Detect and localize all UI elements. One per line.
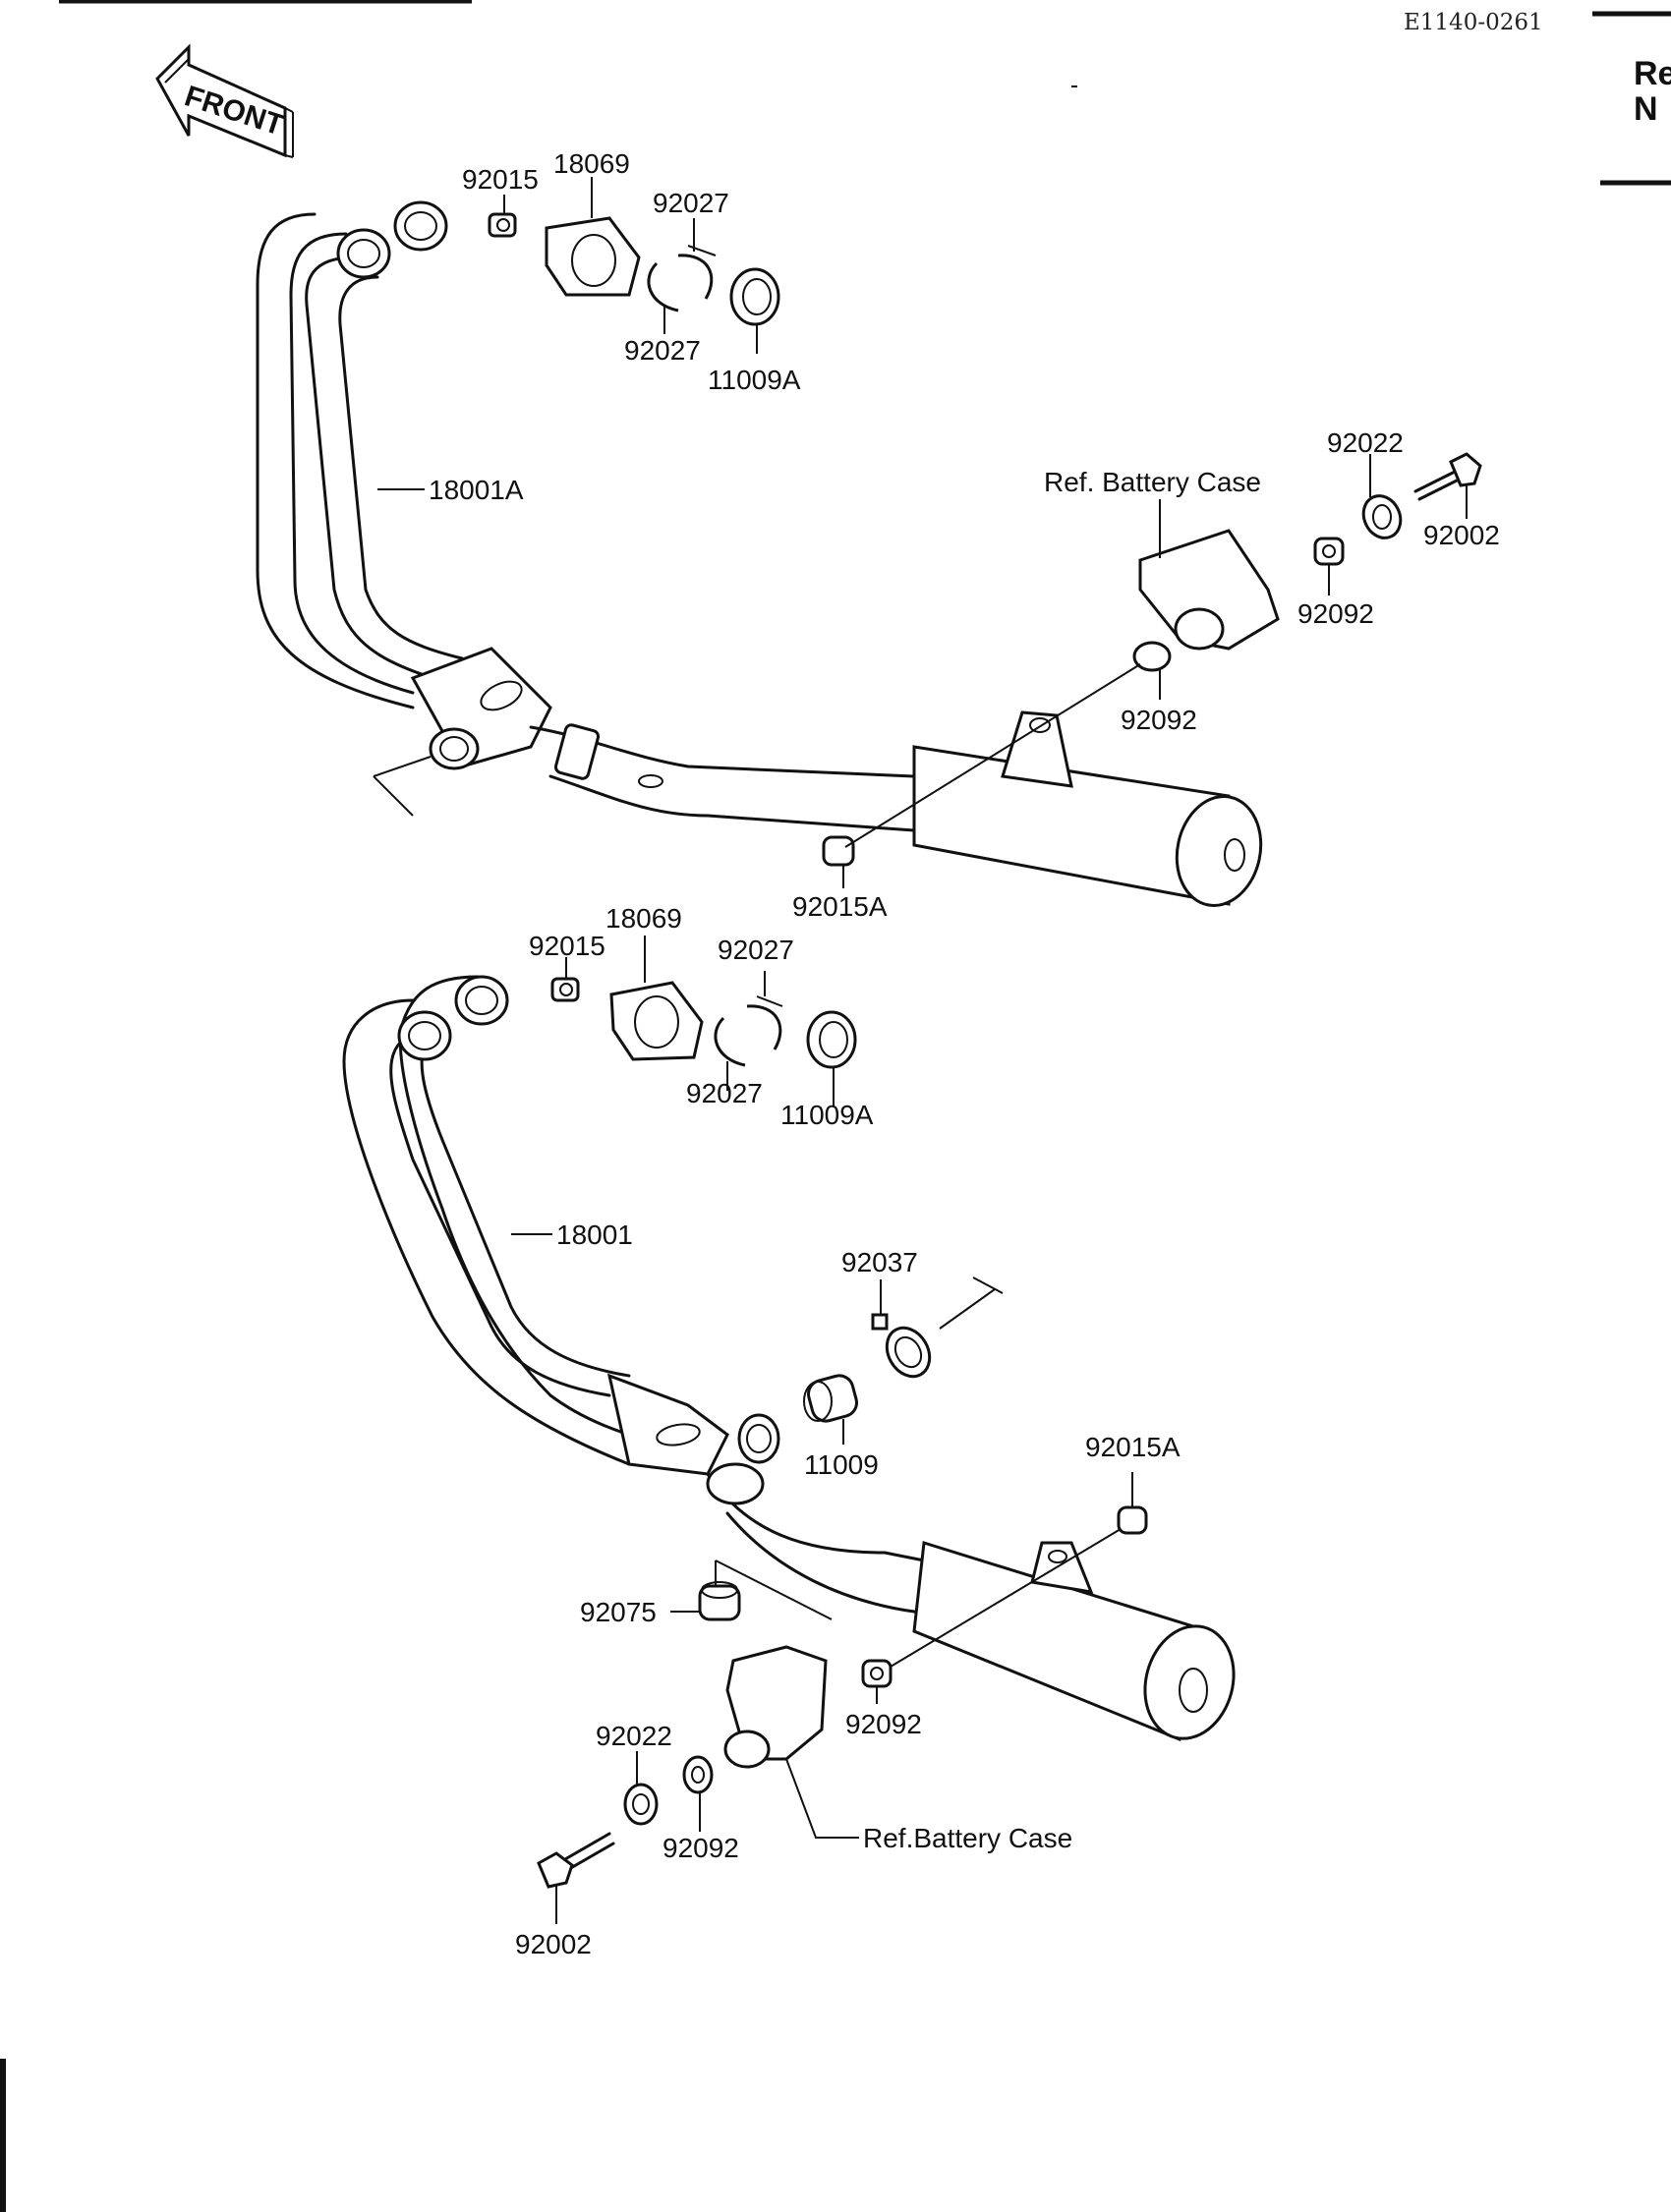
lower-washer-92022 [623, 1783, 659, 1826]
upper-muffler [529, 710, 1263, 907]
upper-bracket-battery-case [1138, 529, 1280, 651]
label-ref-battery-case-upper: Ref. Battery Case [1044, 467, 1261, 497]
lower-damper-92075 [698, 1581, 741, 1621]
upper-nut-92092-a [1313, 537, 1345, 566]
lower-flange-18069 [609, 981, 704, 1061]
label-92092-b-upper: 92092 [1121, 705, 1197, 735]
upper-washer-92022 [1361, 494, 1403, 539]
front-direction-arrow-icon: FRONT [155, 43, 294, 158]
leader-ref-battery-lower [785, 1758, 859, 1839]
label-92092-a-lower: 92092 [845, 1709, 922, 1739]
upper-grommet-92092-b [1132, 641, 1172, 672]
label-18069-lower: 18069 [605, 903, 682, 934]
label-92022-upper: 92022 [1327, 427, 1404, 458]
label-92027-bottom-upper: 92027 [624, 335, 701, 366]
label-ref-battery-case-lower: Ref.Battery Case [863, 1823, 1072, 1853]
lower-muffler [706, 1462, 1236, 1742]
upper-nut-92015A [822, 835, 855, 867]
lower-collet-92027 [714, 995, 783, 1067]
lower-mount-line [890, 1528, 1122, 1668]
lower-bracket-battery-case [723, 1645, 828, 1769]
label-92027-top-lower: 92027 [718, 935, 794, 965]
upper-bolt-92002 [1413, 452, 1482, 501]
label-92015-lower: 92015 [529, 931, 605, 961]
side-text-line-1: Re [1634, 55, 1671, 92]
lower-header-pipe-18001 [342, 975, 780, 1476]
label-18001A: 18001A [429, 475, 524, 505]
upper-collet-92027 [647, 245, 717, 312]
label-18001: 18001 [556, 1219, 633, 1250]
lower-nut-92092-a [861, 1659, 893, 1688]
label-92022-lower: 92022 [596, 1721, 672, 1751]
upper-mount-line [844, 663, 1141, 848]
upper-nut-92015 [488, 212, 517, 238]
lower-damper-line [715, 1560, 833, 1620]
label-18069-upper: 18069 [553, 148, 630, 179]
lower-exhaust-assembly: 92015 18069 92027 92027 11009A 18001 920… [342, 903, 1236, 1959]
lower-bolt-92002 [537, 1832, 615, 1889]
lower-nut-92092-b [682, 1755, 714, 1794]
lower-gasket-11009A [806, 1010, 857, 1069]
label-92015A-lower: 92015A [1085, 1432, 1181, 1462]
side-text-line-2: N [1634, 90, 1658, 128]
lower-nut-92015 [550, 977, 580, 1002]
upper-exhaust-assembly: 92015 18069 92027 92027 11009A 18001A Re… [256, 148, 1500, 922]
label-11009: 11009 [804, 1449, 879, 1480]
reference-code: E1140-0261 [1404, 10, 1543, 35]
label-92015-upper: 92015 [462, 164, 539, 195]
label-92002-lower: 92002 [515, 1929, 592, 1959]
label-11009A-lower: 11009A [780, 1100, 874, 1130]
lower-clamp-92037 [871, 1276, 1004, 1379]
lower-gasket-11009 [803, 1374, 859, 1423]
label-92075: 92075 [580, 1597, 657, 1627]
label-92027-bottom-lower: 92027 [686, 1078, 763, 1108]
upper-header-pipe-18001A [256, 200, 552, 817]
label-92037: 92037 [841, 1247, 918, 1277]
upper-gasket-11009A [729, 267, 780, 326]
label-92002-upper: 92002 [1423, 520, 1500, 550]
label-92027-top-upper: 92027 [653, 188, 729, 218]
label-92092-b-lower: 92092 [663, 1833, 739, 1863]
lower-nut-92015A [1117, 1505, 1148, 1535]
label-92092-a-upper: 92092 [1297, 598, 1374, 629]
upper-flange-18069 [545, 216, 641, 297]
label-11009A-upper: 11009A [708, 365, 801, 395]
label-92015A-upper: 92015A [792, 891, 888, 922]
